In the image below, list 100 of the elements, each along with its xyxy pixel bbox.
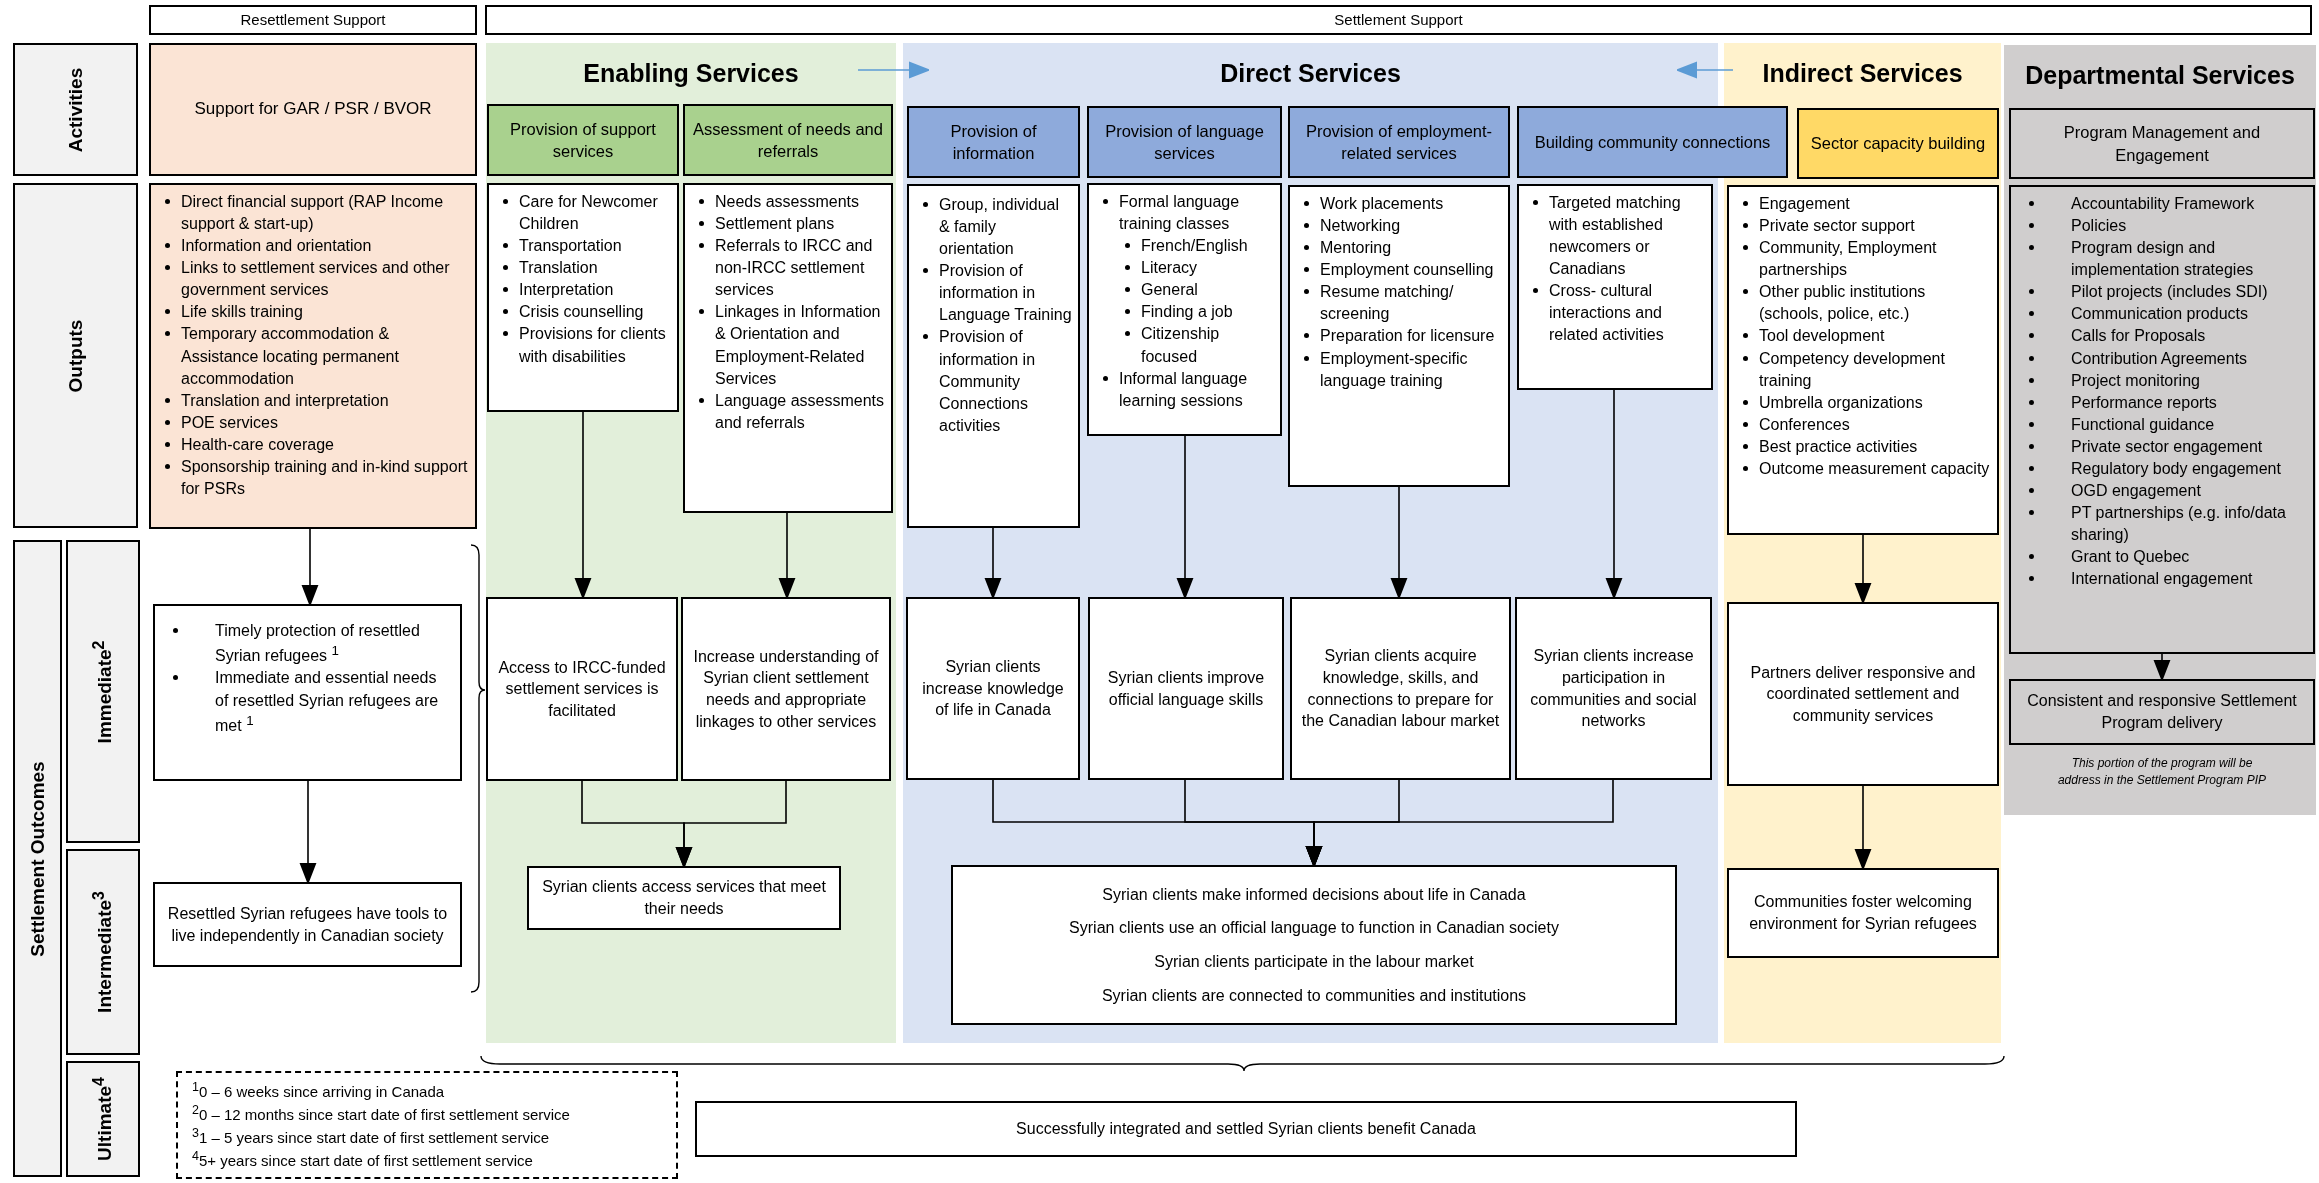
box-text: Syrian clients acquire knowledge, skills, and connections to prepare for the Canadian labour market [1300, 646, 1501, 732]
list-item: Citizenship focused [1119, 323, 1274, 368]
output-box [149, 183, 477, 529]
list-item: Informal language learning sessions [1097, 367, 1274, 412]
list-item: Tool development [1737, 325, 1991, 348]
box-text: Program Management and Engagement [2062, 122, 2262, 166]
row-label-box [66, 540, 140, 843]
outcome-box [695, 1101, 1797, 1157]
list-item: Umbrella organizations [1737, 391, 1991, 414]
list-item: Formal language training classes [1097, 191, 1274, 236]
outcome-box [486, 597, 678, 781]
box-text: Provision of support services [509, 118, 657, 162]
list-item: Calls for Proposals [2019, 325, 2307, 348]
box-text: Syrian clients are connected to communities and institutions [1101, 985, 1527, 1006]
outcome-box [1727, 868, 1999, 958]
list-item: POE services [159, 411, 469, 434]
list-item: Pilot projects (includes SDI) [2019, 281, 2307, 304]
outcome-box [527, 866, 841, 930]
arrow [2154, 653, 2170, 680]
box-text: Syrian clients increase participation in communities and social networks [1529, 646, 1698, 732]
list-item: Immediate and essential needs of resettled Syrian refugees are met $^{1}$ [163, 667, 452, 738]
list-item: Translation [497, 257, 671, 280]
services-panel [2004, 45, 2316, 815]
outcome-box [2009, 679, 2315, 745]
list-item: Language assessments and referrals [693, 389, 885, 434]
list-item: Grant to Quebec [2019, 546, 2307, 569]
list-item: Community, Employment partnerships [1737, 237, 1991, 282]
row-label-box [13, 183, 138, 528]
box-text: Consistent and responsive Settlement Program delivery [2026, 691, 2298, 733]
outcome-box [1088, 597, 1284, 780]
list-item: Translation and interpretation [159, 389, 469, 412]
box-text: Access to IRCC-funded settlement services is facilitated [497, 657, 667, 721]
list-item: Transportation [497, 235, 671, 258]
list-item: Communication products [2019, 303, 2307, 326]
section-header [485, 5, 2312, 35]
output-box [2009, 185, 2315, 654]
list-item: OGD engagement [2019, 480, 2307, 503]
panel-title: Direct Services [1219, 59, 1402, 88]
list-item: Linkages in Information & Orientation and Employment-Related Services [693, 301, 885, 390]
outcome-box [1515, 597, 1712, 780]
list-item: Life skills training [159, 301, 469, 324]
panel-title: Indirect Services [1761, 59, 1964, 88]
list-item: Care for Newcomer Children [497, 191, 671, 236]
list-item: Finding a job [1119, 301, 1274, 324]
arrow [300, 780, 316, 883]
activity-header [1087, 106, 1282, 178]
list-item: Performance reports [2019, 391, 2307, 414]
arrow [1391, 486, 1407, 598]
list-item: Best practice activities [1737, 435, 1991, 458]
note-text: This portion of the program will be address in the Settlement Program PIP [2056, 755, 2268, 789]
box-text: Resettled Syrian refugees have tools to live independently in Canadian society [166, 903, 449, 946]
footnote-text: $^{1}$0 – 6 weeks since arriving in Canada [192, 1079, 446, 1102]
list-item: Settlement plans [693, 213, 885, 236]
list-item: Private sector engagement [2019, 435, 2307, 458]
list-item: Private sector support [1737, 215, 1991, 238]
list-item: Policies [2019, 215, 2307, 238]
list-item: Group, individual & family orientation [917, 194, 1074, 261]
list-item: Interpretation [497, 279, 671, 302]
arrow [575, 411, 591, 598]
list-item: Accountability Framework [2019, 193, 2307, 216]
row-label-box [13, 43, 138, 176]
list-item: Regulatory body engagement [2019, 457, 2307, 480]
outcome-box [1727, 602, 1999, 786]
output-box [487, 183, 679, 412]
list-item: Competency development training [1737, 347, 1991, 392]
list-item: Health-care coverage [159, 433, 469, 456]
list-item: PT partnerships (e.g. info/data sharing) [2019, 502, 2307, 547]
activity-header [1517, 106, 1788, 178]
footnote-box [176, 1071, 678, 1179]
list-item: Provision of information in Language Training [917, 260, 1074, 327]
list-item: Program design and implementation strategies [2019, 237, 2307, 282]
footnote-text: $^{3}$1 – 5 years since start date of first settlement service [192, 1125, 551, 1148]
list-item: Crisis counselling [497, 301, 671, 324]
list-item: Resume matching/ screening [1298, 281, 1502, 326]
box-text: Syrian clients make informed decisions about life in Canada [1102, 884, 1526, 905]
panel-title: Departmental Services [2024, 61, 2296, 90]
list-item: Work placements [1298, 193, 1502, 216]
list-item: Employment counselling [1298, 259, 1502, 282]
list-item: Direct financial support (RAP Income support & start-up) [159, 191, 469, 236]
box-text: Provision of employment-related services [1304, 120, 1494, 164]
box-text: Provision of information [949, 120, 1038, 164]
box-text: Syrian clients improve official language skills [1106, 667, 1266, 710]
activity-header [1288, 106, 1510, 178]
box-text: Successfully integrated and settled Syrian clients benefit Canada [1016, 1119, 1476, 1140]
list-item: Employment-specific language training [1298, 347, 1502, 392]
list-item: Timely protection of resettled Syrian refugees $^{1}$ [163, 620, 452, 668]
outcome-box [1290, 597, 1511, 780]
panel-title: Enabling Services [582, 59, 800, 88]
list-item: Referrals to IRCC and non-IRCC settlement services [693, 235, 885, 302]
output-box [1517, 184, 1713, 390]
list-item: Project monitoring [2019, 369, 2307, 392]
outcome-box [951, 865, 1677, 1025]
output-box [1727, 185, 1999, 535]
section-header [149, 5, 477, 35]
list-item: Temporary accommodation & Assistance locating permanent accommodation [159, 323, 469, 390]
list-item: Cross- cultural interactions and related activities [1527, 280, 1705, 347]
activity-header [907, 106, 1080, 178]
list-item: Preparation for licensure [1298, 325, 1502, 348]
box-text: Partners deliver responsive and coordinated settlement and community services [1749, 662, 1977, 726]
arrow [1855, 534, 1871, 603]
